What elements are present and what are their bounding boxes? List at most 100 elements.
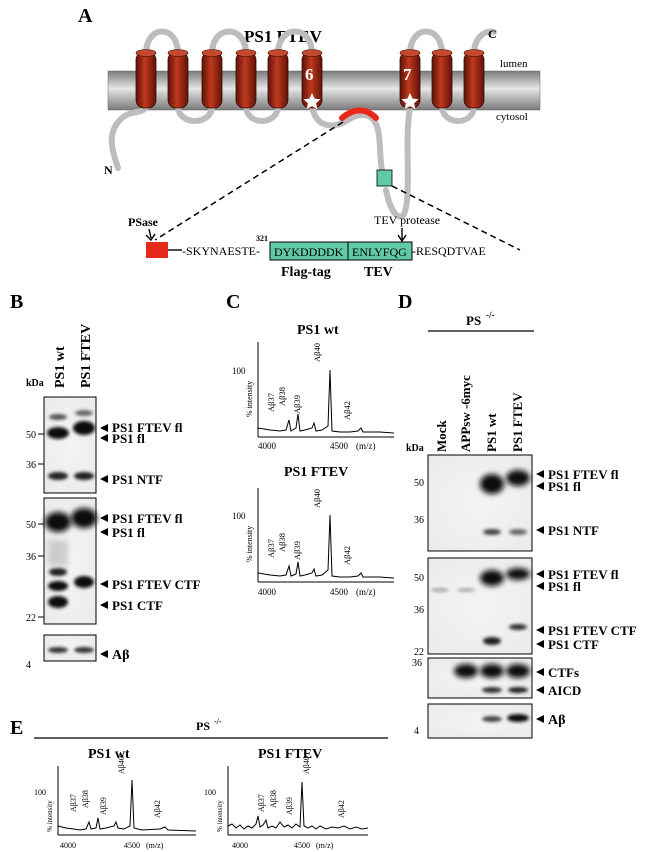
peak-label: Aβ38 bbox=[269, 790, 278, 808]
marker: 36 bbox=[26, 552, 36, 563]
sequence-suffix: -RESQDTVAE bbox=[412, 244, 486, 258]
tev-label: TEV bbox=[364, 265, 393, 280]
zoom-line-right bbox=[391, 185, 521, 251]
x-unit: (m/z) bbox=[316, 841, 334, 850]
panel-a: A PS1 FTEV lumen cytosol N C bbox=[78, 5, 541, 280]
band-label: PS1 NTF bbox=[112, 472, 163, 487]
peak-label: Aβ37 bbox=[266, 539, 276, 558]
spectrum-trace bbox=[257, 514, 395, 579]
band-label: PS1 FTEV CTF bbox=[548, 623, 637, 638]
c-terminus-label: C bbox=[488, 27, 497, 41]
arrowhead-icon bbox=[536, 482, 544, 490]
spectrum-title: PS1 FTEV bbox=[284, 465, 348, 480]
peak-label: Aβ42 bbox=[342, 401, 352, 420]
arrowhead-icon bbox=[100, 528, 108, 536]
genotype-label: PS bbox=[196, 719, 210, 733]
tag-box bbox=[376, 169, 393, 187]
tm-helix-6 bbox=[301, 49, 323, 109]
peak-label: Aβ42 bbox=[337, 800, 346, 818]
tm-helix bbox=[235, 49, 257, 109]
arrowhead-icon bbox=[100, 434, 108, 442]
blot-d1 bbox=[427, 454, 533, 552]
panel-c-letter: C bbox=[226, 291, 240, 313]
ylabel: % intensity bbox=[245, 526, 254, 562]
sequence-prefix: -SKYNAESTE- bbox=[182, 244, 260, 258]
arrowhead-icon bbox=[100, 650, 108, 658]
y-tick: 100 bbox=[232, 366, 246, 376]
genotype-sup: -/- bbox=[486, 310, 495, 320]
lane-label: PS1 wt bbox=[484, 413, 499, 452]
arrowhead-icon bbox=[100, 424, 108, 432]
arrowhead-icon bbox=[536, 668, 544, 676]
star-icon bbox=[401, 93, 419, 110]
x-tick: 4000 bbox=[60, 841, 76, 850]
band-label: PS1 CTF bbox=[112, 598, 163, 613]
panel-d: D PS -/- Mock APPsw -6myc PS1 wt PS1 FTE… bbox=[398, 291, 637, 739]
star-icon bbox=[303, 93, 321, 110]
band-label: PS1 CTF bbox=[548, 637, 599, 652]
loops bbox=[108, 28, 497, 220]
lane-label: Mock bbox=[434, 419, 449, 452]
panel-b: B PS1 wt PS1 FTEV kDa 50 36 PS1 FTEV fl … bbox=[10, 291, 201, 671]
arrowhead-icon bbox=[100, 580, 108, 588]
peak-label: Aβ37 bbox=[266, 393, 276, 412]
peak-label: Aβ38 bbox=[277, 387, 287, 406]
genotype-label: PS bbox=[466, 313, 481, 328]
panel-e-letter: E bbox=[10, 717, 23, 739]
panel-a-letter: A bbox=[78, 5, 93, 27]
band-label: PS1 fl bbox=[112, 431, 145, 446]
band-label: PS1 FTEV fl bbox=[112, 511, 183, 526]
peak-label: Aβ40 bbox=[302, 756, 311, 774]
arrowhead-icon bbox=[536, 715, 544, 723]
ylabel: % intensity bbox=[216, 800, 224, 832]
marker: 36 bbox=[412, 658, 422, 669]
arrowhead-icon bbox=[100, 601, 108, 609]
tev-arrow-icon bbox=[397, 228, 407, 243]
lumen-label: lumen bbox=[500, 58, 528, 70]
band-label: PS1 fl bbox=[112, 525, 145, 540]
tm7-label: 7 bbox=[403, 65, 412, 84]
lane-label: PS1 FTEV bbox=[510, 392, 525, 452]
ylabel: % intensity bbox=[46, 800, 54, 832]
spectrum-title: PS1 wt bbox=[88, 747, 130, 762]
arrowhead-icon bbox=[536, 640, 544, 648]
tev-protease-label: TEV protease bbox=[374, 213, 440, 227]
flag-tag-label: Flag-tag bbox=[281, 265, 331, 280]
x-tick: 4500 bbox=[124, 841, 140, 850]
band-label: PS1 NTF bbox=[548, 523, 599, 538]
marker: 36 bbox=[414, 515, 424, 526]
tm-helix bbox=[135, 49, 157, 109]
tm6-label: 6 bbox=[305, 65, 314, 84]
x-tick: 4000 bbox=[232, 841, 248, 850]
arrowhead-icon bbox=[536, 582, 544, 590]
kda-label: kDa bbox=[406, 443, 424, 454]
arrowhead-icon bbox=[536, 526, 544, 534]
tev-site-box bbox=[347, 241, 413, 261]
peak-label: Aβ40 bbox=[117, 756, 126, 774]
marker: 36 bbox=[414, 605, 424, 616]
genotype-sup: -/- bbox=[214, 717, 222, 726]
panel-e: E PS -/- PS1 wt % intensity 100 Aβ37 Aβ3… bbox=[10, 717, 388, 850]
arrowhead-icon bbox=[100, 475, 108, 483]
lane-label: APPsw -6myc bbox=[458, 375, 473, 452]
x-tick: 4500 bbox=[330, 441, 349, 451]
cytosol-label: cytosol bbox=[496, 111, 528, 123]
band-label: Aβ bbox=[112, 648, 130, 663]
zoom-line-left bbox=[154, 121, 344, 241]
tm-helix bbox=[167, 49, 189, 109]
peak-label: Aβ42 bbox=[153, 800, 162, 818]
peak-label: Aβ40 bbox=[312, 343, 322, 362]
marker: 22 bbox=[414, 647, 424, 658]
ylabel: % intensity bbox=[245, 381, 254, 417]
psase-label: PSase bbox=[128, 215, 159, 229]
band-label: PS1 FTEV fl bbox=[112, 420, 183, 435]
spectrum-title: PS1 wt bbox=[297, 323, 339, 338]
peak-label: Aβ39 bbox=[292, 541, 302, 560]
band-label: AICD bbox=[548, 683, 581, 698]
tm-helix bbox=[267, 49, 289, 109]
x-unit: (m/z) bbox=[356, 441, 376, 451]
panel-d-letter: D bbox=[398, 291, 412, 313]
x-tick: 4500 bbox=[294, 841, 310, 850]
band-label: PS1 fl bbox=[548, 579, 581, 594]
